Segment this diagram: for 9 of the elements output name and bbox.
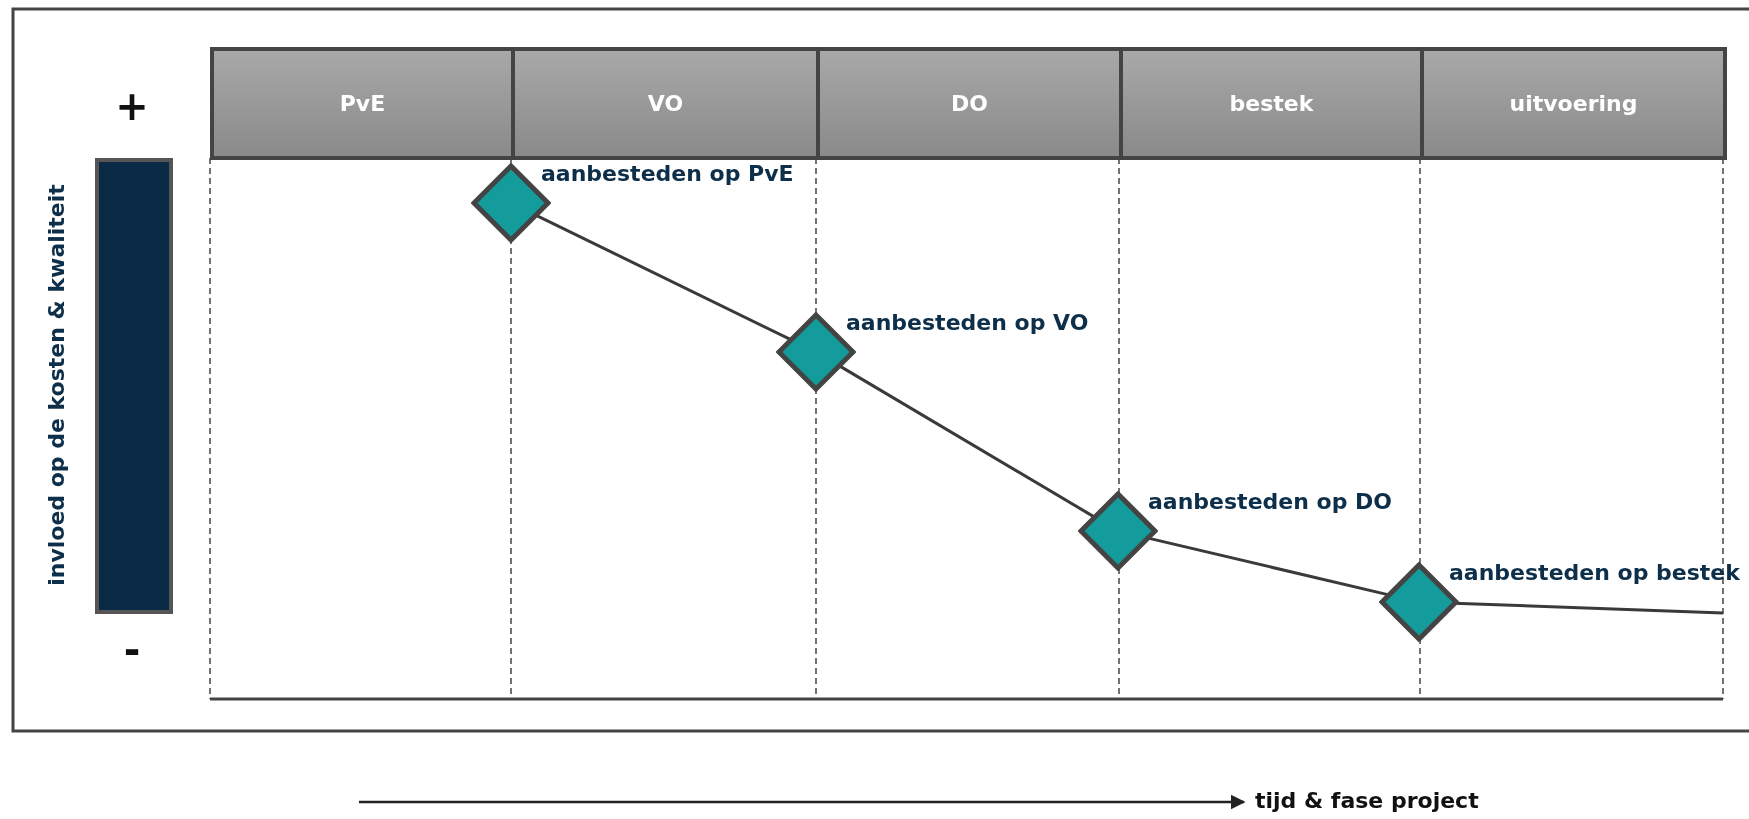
- plus-sign: +: [115, 83, 149, 129]
- milestone-label: aanbesteden op VO: [846, 310, 1089, 335]
- axis-label: invloed op de kosten & kwaliteit: [43, 184, 69, 586]
- milestone-label: aanbesteden op DO: [1148, 489, 1393, 514]
- minus-sign: -: [123, 627, 141, 673]
- axis-label: tijd & fase project: [1255, 788, 1479, 813]
- milestone-label: aanbesteden op bestek: [1449, 560, 1740, 585]
- scale-bar: [95, 158, 173, 614]
- milestone-label: aanbesteden op PvE: [541, 161, 794, 186]
